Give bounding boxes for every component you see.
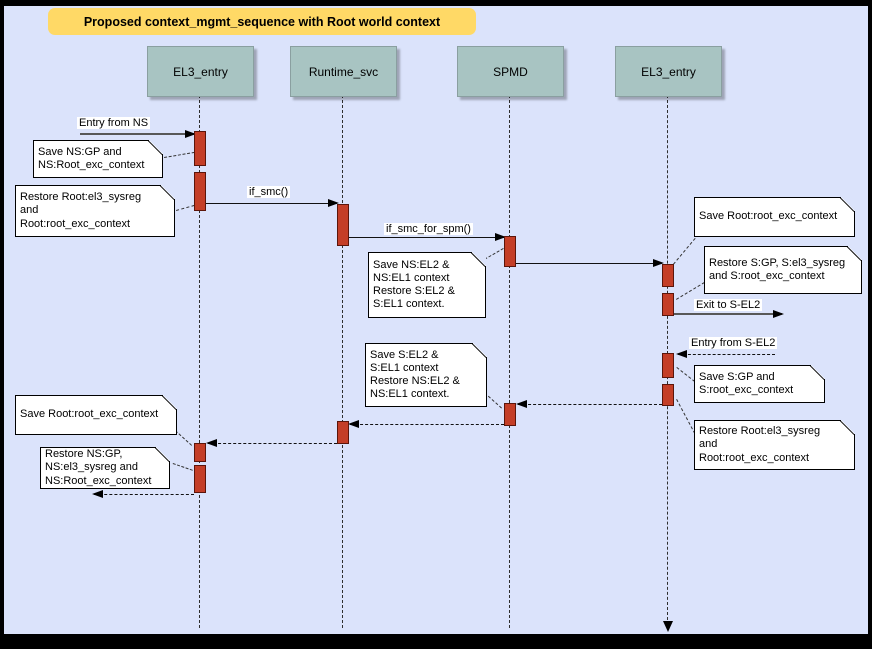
note-text: Restore S:GP, S:el3_sysreg and S:root_ex… [709,256,846,282]
note-restore-ns-gp: Restore NS:GP, NS:el3_sysreg and NS:Root… [40,447,170,489]
return-spmd-to-runtime-arrow [348,420,504,428]
note-connector [673,237,696,265]
activation-el3-right-2 [662,293,674,316]
message-exit-to-s-el2-label: Exit to S-EL2 [694,299,763,311]
note-connector [172,463,193,471]
note-text: Restore Root:el3_sysreg and Root:root_ex… [699,425,821,464]
message-if-smc-label: if_smc() [247,186,291,198]
note-save-root-exc-left: Save Root:root_exc_context [15,395,177,435]
note-save-ns-el2: Save NS:EL2 & NS:EL1 context Restore S:E… [368,252,486,318]
note-text: Restore NS:GP, NS:el3_sysreg and NS:Root… [45,448,152,487]
message-exit-to-s-el2-arrow [674,310,784,318]
activation-spmd-1 [504,236,516,267]
note-connector [676,367,696,382]
note-text: Save S:GP and S:root_exc_context [699,370,794,396]
message-if-smc-for-spm-arrow [349,233,506,241]
message-spmd-to-el3-arrow [516,259,664,267]
note-save-s-el2: Save S:EL2 & S:EL1 context Restore NS:EL… [365,343,487,407]
activation-runtime-svc-1 [337,204,349,246]
activation-el3-right-1 [662,264,674,287]
note-text: Save Root:root_exc_context [699,210,838,223]
note-save-s-gp: Save S:GP and S:root_exc_context [694,365,825,403]
message-if-smc-for-spm-label: if_smc_for_spm() [384,223,473,235]
actor-el3-entry-right: EL3_entry [615,46,722,97]
note-connector [176,204,195,211]
message-entry-from-s-el2-arrow [676,350,775,358]
note-restore-root-el3-sysreg-left: Restore Root:el3_sysreg and Root:root_ex… [15,185,175,237]
note-text: Save NS:EL2 & NS:EL1 context Restore S:E… [373,258,455,311]
note-restore-root-el3-sysreg-right: Restore Root:el3_sysreg and Root:root_ex… [694,420,855,470]
note-text: Restore Root:el3_sysreg and Root:root_ex… [20,191,142,230]
activation-spmd-2 [504,403,516,426]
activation-el3-left-3 [194,443,206,462]
note-connector [676,282,705,300]
note-text: Save Root:root_exc_context [20,408,159,421]
activation-el3-left-2 [194,172,206,211]
activation-el3-left-4 [194,465,206,493]
activation-el3-right-3 [662,353,674,378]
actor-el3-entry-left: EL3_entry [147,46,254,97]
message-if-smc-arrow [206,199,339,207]
return-el3-to-caller-arrow [92,490,194,498]
return-runtime-to-el3-arrow [206,439,337,447]
activation-el3-left-1 [194,131,206,166]
lifeline-spmd [509,95,510,628]
activation-el3-right-4 [662,384,674,406]
diagram-title: Proposed context_mgmt_sequence with Root… [48,8,476,35]
note-save-ns-gp: Save NS:GP and NS:Root_exc_context [33,140,163,178]
lifeline-el3-entry-left [199,95,200,628]
activation-runtime-svc-2 [337,421,349,444]
note-text: Save NS:GP and NS:Root_exc_context [38,145,145,171]
message-entry-from-ns-arrow [80,130,196,138]
return-el3-to-spmd-arrow [516,400,662,408]
note-connector [164,151,195,158]
note-text: Save S:EL2 & S:EL1 context Restore NS:EL… [370,348,460,401]
lifeline-runtime-svc [342,95,343,628]
lifeline-end-arrow-icon [663,621,673,632]
message-entry-from-ns-label: Entry from NS [77,117,151,129]
actor-runtime-svc: Runtime_svc [290,46,397,97]
note-restore-s-gp: Restore S:GP, S:el3_sysreg and S:root_ex… [704,246,862,294]
note-connector [676,399,696,434]
actor-spmd: SPMD [457,46,564,97]
message-entry-from-s-el2-label: Entry from S-EL2 [689,337,778,349]
note-save-root-exc-right: Save Root:root_exc_context [694,197,855,237]
